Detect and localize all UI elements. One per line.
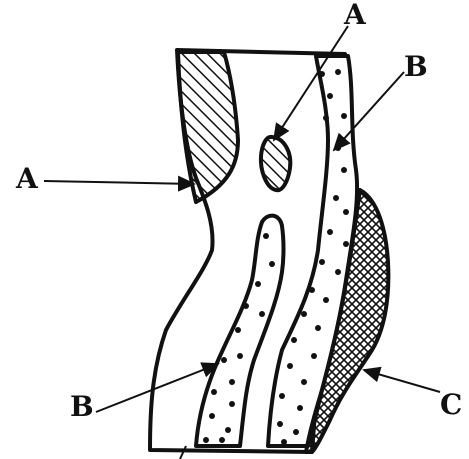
label-b-bottom-left: B <box>70 390 94 423</box>
leader-bottom-stub <box>180 446 186 459</box>
label-a-left: A <box>15 162 39 195</box>
label-a-top: A <box>343 0 367 31</box>
arrow-a-left <box>44 181 194 184</box>
arrow-c-right <box>364 370 440 392</box>
hatched-lens-a <box>261 137 290 190</box>
hatched-region-a <box>178 52 238 202</box>
label-c-right: C <box>440 388 462 421</box>
label-b-top-right: B <box>404 50 428 83</box>
